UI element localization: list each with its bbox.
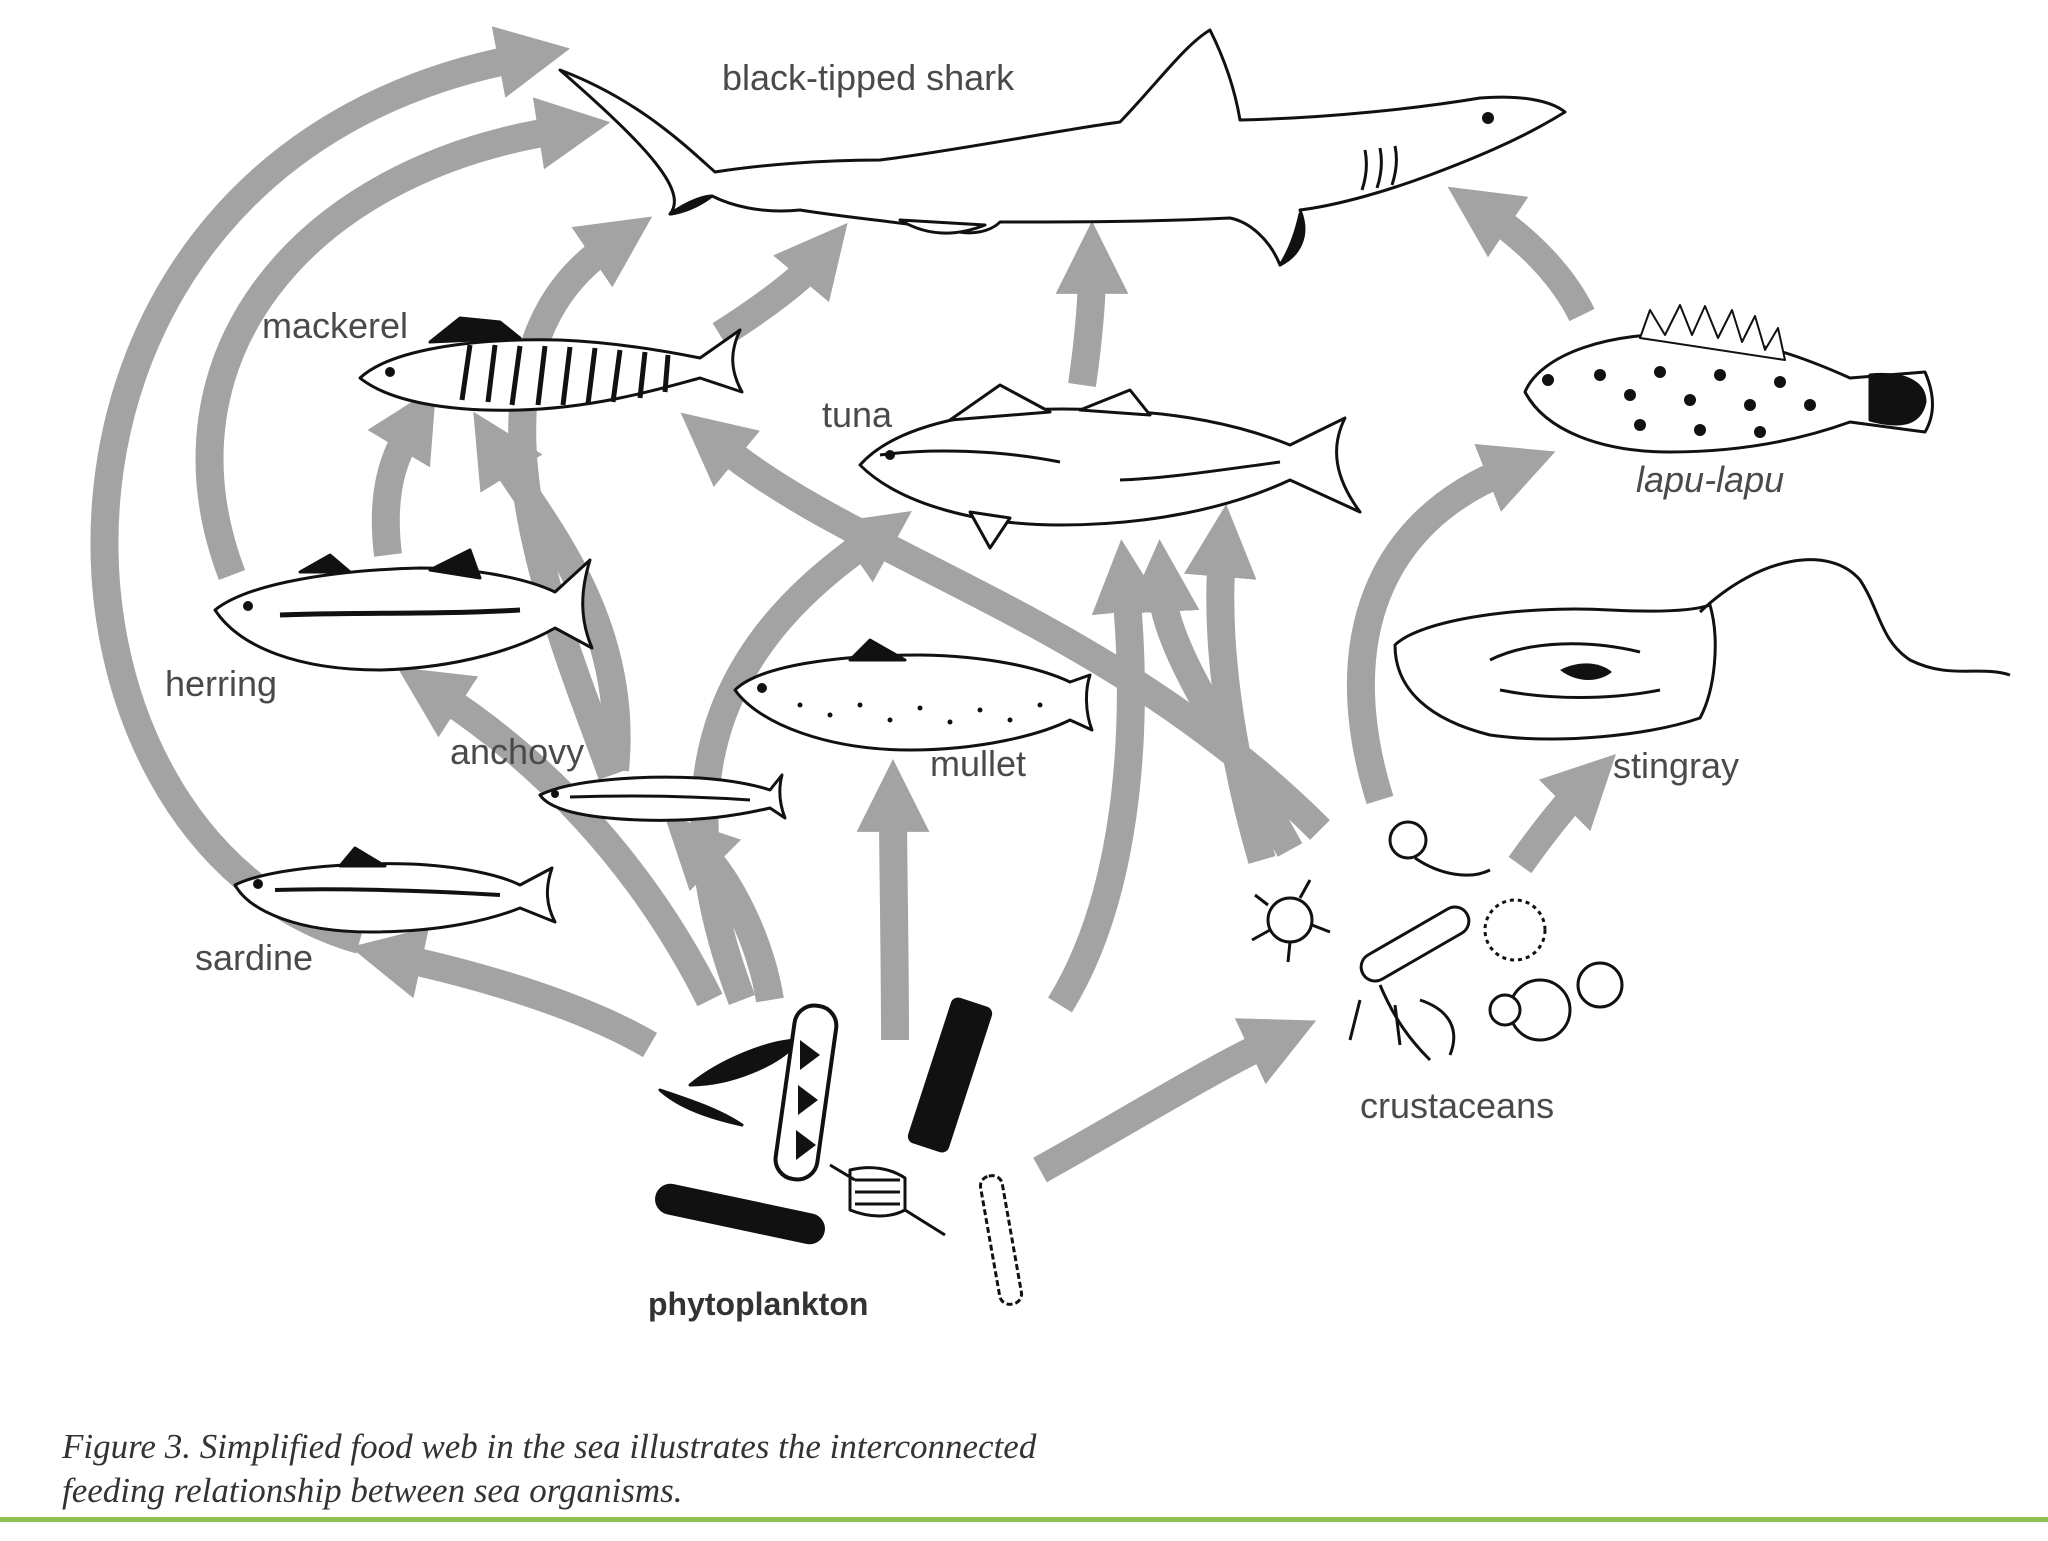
arrow-crustaceans-to-tuna xyxy=(1126,539,1303,857)
arrow-crustaceans-to-tuna-2 xyxy=(1183,504,1276,864)
bottom-rule xyxy=(0,1517,2048,1522)
arrow-herring-to-mackerel xyxy=(367,386,437,557)
mullet-drawing xyxy=(733,638,1094,752)
label-mullet: mullet xyxy=(930,743,1027,784)
arrow-sardine-to-shark xyxy=(90,26,571,954)
label-stingray: stingray xyxy=(1613,745,1740,786)
figure-caption: Figure 3. Simplified food web in the sea… xyxy=(62,1425,1962,1513)
label-sardine: sardine xyxy=(195,937,314,978)
arrow-lapu-to-shark xyxy=(1447,186,1595,322)
arrow-phyto-to-herring xyxy=(397,667,723,1007)
arrow-crustaceans-to-lapu xyxy=(1346,444,1556,805)
arrow-phyto-to-tuna-2 xyxy=(1048,539,1165,1013)
label-herring: herring xyxy=(165,663,278,704)
caption-line-2: feeding relationship between sea organis… xyxy=(62,1471,683,1510)
label-black-tipped-shark: black-tipped shark xyxy=(722,57,1015,98)
arrow-phyto-to-tuna xyxy=(690,510,912,1006)
shark-drawing xyxy=(558,28,1567,267)
phytoplankton-drawing xyxy=(655,997,1024,1306)
label-phytoplankton: phytoplankton xyxy=(648,1286,869,1322)
arrow-phyto-to-sardine xyxy=(350,927,658,1058)
arrow-herring-to-shark xyxy=(195,97,611,580)
label-tuna: tuna xyxy=(822,394,893,435)
lapu-lapu-drawing xyxy=(1523,304,1934,454)
arrow-phyto-to-crustaceans xyxy=(1033,1018,1317,1183)
label-lapu-lapu: lapu-lapu xyxy=(1636,459,1785,500)
caption-line-1: Figure 3. Simplified food web in the sea… xyxy=(62,1427,1037,1466)
arrow-phyto-to-mullet xyxy=(856,759,930,1041)
arrow-crustaceans-to-stingray xyxy=(1508,753,1617,874)
crustaceans-drawing xyxy=(1251,820,1624,1062)
label-mackerel: mackerel xyxy=(262,305,409,346)
arrow-tuna-to-shark xyxy=(1055,221,1129,388)
sardine-drawing xyxy=(233,846,557,934)
tuna-drawing xyxy=(858,383,1362,550)
arrow-mackerel-to-shark xyxy=(712,222,848,347)
stingray-drawing xyxy=(1393,558,2011,741)
feeding-arrows xyxy=(90,26,1617,1183)
label-crustaceans: crustaceans xyxy=(1360,1085,1555,1126)
arrow-anchovy-to-shark xyxy=(508,216,653,780)
anchovy-drawing xyxy=(538,773,787,822)
herring-drawing xyxy=(213,548,594,672)
mackerel-drawing xyxy=(358,316,744,412)
label-anchovy: anchovy xyxy=(450,731,585,772)
